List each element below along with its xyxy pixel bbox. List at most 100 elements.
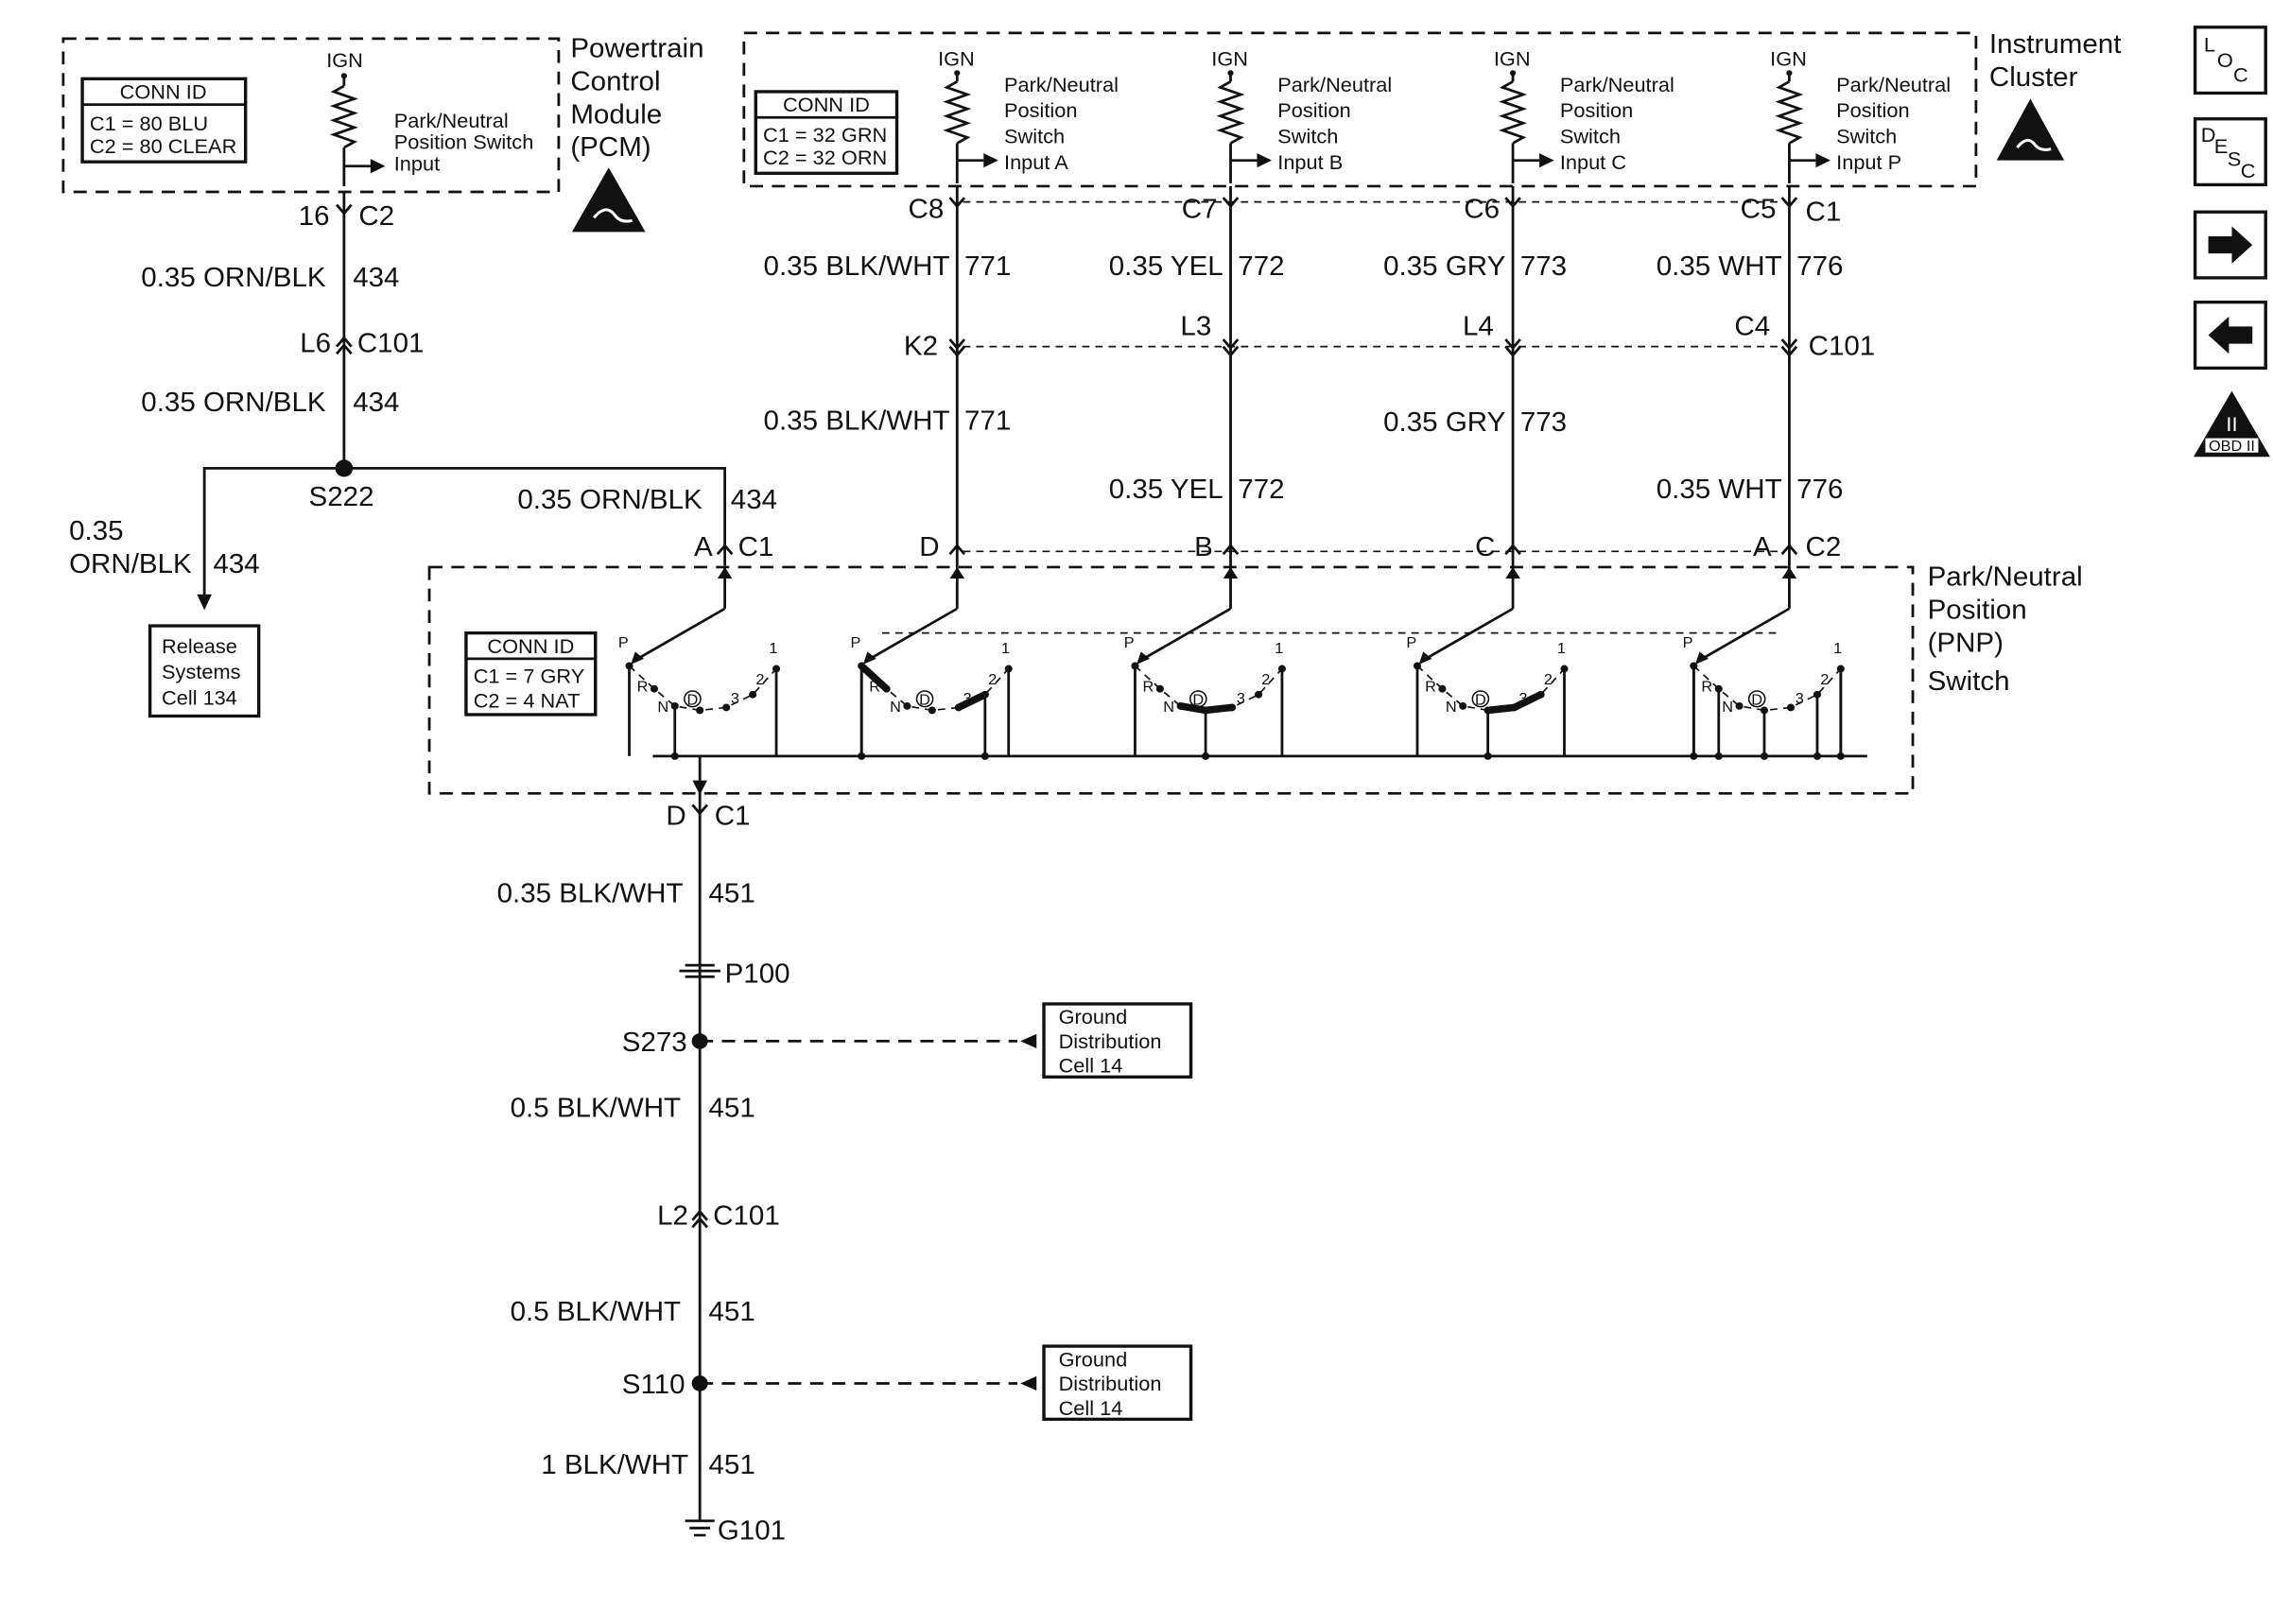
wire-p-gauge-top: 0.35 WHT xyxy=(1657,251,1782,282)
loc-icon-o: O xyxy=(2217,49,2233,72)
next-arrow-icon[interactable] xyxy=(2193,210,2267,280)
pnp-position-5-4: 3 xyxy=(1796,690,1804,707)
wire-a-circuit-bot: 771 xyxy=(964,406,1011,437)
ground-distribution-ref-2[interactable]: Ground Distribution Cell 14 xyxy=(1042,1344,1193,1422)
wire-451-circuit-2: 451 xyxy=(709,1094,755,1124)
loc-icon[interactable]: L O C xyxy=(2193,26,2267,95)
pnp-position-2-6: 1 xyxy=(1001,640,1010,657)
c101-label-pcm: C101 xyxy=(357,329,425,359)
pcm-input-label-1: Park/Neutral xyxy=(394,110,509,132)
pcm-title-4: (PCM) xyxy=(570,132,651,163)
pnp-conn-id-c1: C1 = 7 GRY xyxy=(474,665,585,688)
wire-434-gauge-top: 0.35 ORN/BLK xyxy=(141,263,326,293)
release-ref-line-2: Systems xyxy=(162,661,240,683)
pcm-conn-id-title: CONN ID xyxy=(120,81,207,104)
cluster-ign-label-a: IGN xyxy=(938,48,975,71)
pnp-position-1-4: 3 xyxy=(731,690,739,707)
obd-ii-icon[interactable]: II OBD II xyxy=(2194,390,2270,458)
splice-s110-label: S110 xyxy=(622,1370,685,1400)
wire-a-gauge-bot: 0.35 BLK/WHT xyxy=(764,406,950,437)
pnp-position-2-0: P xyxy=(851,634,861,651)
ground-symbol-icon xyxy=(685,1519,715,1537)
wire-451-gauge-2: 0.5 BLK/WHT xyxy=(511,1094,682,1124)
pnp-position-1-6: 1 xyxy=(769,640,777,657)
c101-pin-l2: L2 xyxy=(657,1201,688,1232)
pnp-position-4-4: 3 xyxy=(1518,690,1527,707)
pnp-c1-label: C1 xyxy=(738,532,774,562)
pnp-position-2-4: 3 xyxy=(963,690,972,707)
pnp-position-2-3: D xyxy=(919,692,930,709)
desc-icon-c: C xyxy=(2241,160,2256,182)
cluster-input-a-label-2: Position xyxy=(1004,99,1077,122)
release-systems-ref[interactable]: Release Systems Cell 134 xyxy=(147,624,261,718)
release-ref-line-3: Cell 134 xyxy=(162,687,237,710)
cluster-connector-c1: C1 xyxy=(1806,198,1842,228)
c101-pin-a: K2 xyxy=(904,332,938,362)
pnp-position-5-2: N xyxy=(1722,699,1733,716)
ground-distribution-ref-1[interactable]: Ground Distribution Cell 14 xyxy=(1042,1002,1193,1079)
obd-ii-icon-numeral: II xyxy=(2226,413,2237,436)
pnp-position-5-5: 2 xyxy=(1820,671,1829,688)
c101-label-ground: C101 xyxy=(713,1201,780,1232)
release-gauge-2: ORN/BLK xyxy=(69,549,192,579)
pnp-position-5-0: P xyxy=(1683,634,1693,651)
pnp-position-4-3: D xyxy=(1475,692,1486,709)
c101-pin-b: L3 xyxy=(1180,312,1211,342)
prev-arrow-icon[interactable] xyxy=(2193,300,2267,371)
loc-icon-c: C xyxy=(2233,64,2248,87)
g101-label: G101 xyxy=(718,1516,786,1546)
cluster-input-c-label-4: Input C xyxy=(1560,151,1626,174)
pnp-title-1: Park/Neutral xyxy=(1928,562,2083,593)
cluster-input-p-label-3: Switch xyxy=(1836,126,1897,148)
pnp-switch: CONN ID C1 = 7 GRY C2 = 4 NAT Park/Neutr… xyxy=(427,562,2083,795)
cluster-ign-label-p: IGN xyxy=(1770,48,1807,71)
ground-ref-1-line-3: Cell 14 xyxy=(1059,1055,1123,1078)
pnp-position-2-1: R xyxy=(869,679,880,696)
wire-c-circuit-bot: 773 xyxy=(1520,407,1567,438)
pnp-position-3-0: P xyxy=(1124,634,1135,651)
pnp-position-3-4: 3 xyxy=(1237,690,1245,707)
pnp-position-1-1: R xyxy=(637,679,649,696)
cluster-title-2: Cluster xyxy=(1989,62,2078,93)
pnp-position-3-3: D xyxy=(1192,692,1204,709)
wire-434-circuit-pnp: 434 xyxy=(731,485,777,515)
pnp-c2-pin-c: C xyxy=(1475,532,1495,562)
ground-ref-1-line-1: Ground xyxy=(1059,1006,1128,1028)
pcm-module: CONN ID C1 = 80 BLU C2 = 80 CLEAR IGN Pa… xyxy=(61,34,704,233)
wire-c-circuit-top: 773 xyxy=(1520,251,1567,282)
desc-icon-d: D xyxy=(2201,124,2216,147)
pnp-ground-conn-c1: C1 xyxy=(715,802,751,832)
pnp-position-3-5: 2 xyxy=(1261,671,1270,688)
cluster-input-p-label-2: Position xyxy=(1836,99,1909,122)
pnp-position-1-2: N xyxy=(657,699,668,716)
cluster-input-b-label-3: Switch xyxy=(1277,126,1338,148)
pnp-c1-pin-a: A xyxy=(694,532,713,562)
pcm-conn-id-c2: C2 = 80 CLEAR xyxy=(90,135,236,158)
c101-pin-p: C4 xyxy=(1734,312,1770,342)
cluster-input-b-label-2: Position xyxy=(1277,99,1350,122)
wire-451-circuit-3: 451 xyxy=(709,1297,755,1327)
wire-b-gauge-top: 0.35 YEL xyxy=(1109,251,1223,282)
wire-434-gauge-pnp: 0.35 ORN/BLK xyxy=(517,485,703,515)
desc-icon-s: S xyxy=(2228,148,2242,171)
cluster-input-b-label-4: Input B xyxy=(1277,151,1343,174)
wire-c-gauge-bot: 0.35 GRY xyxy=(1383,407,1505,438)
release-ref-line-1: Release xyxy=(162,635,237,658)
pnp-position-4-6: 1 xyxy=(1557,640,1566,657)
pnp-position-3-6: 1 xyxy=(1275,640,1283,657)
pnp-position-3-1: R xyxy=(1143,679,1154,696)
desc-icon[interactable]: D E S C xyxy=(2193,117,2267,187)
wire-b-circuit-bot: 772 xyxy=(1238,475,1284,506)
cluster-conn-id-c1: C1 = 32 GRN xyxy=(763,124,887,147)
cluster-title-1: Instrument xyxy=(1989,29,2122,60)
wire-451-circuit-4: 451 xyxy=(709,1450,755,1480)
